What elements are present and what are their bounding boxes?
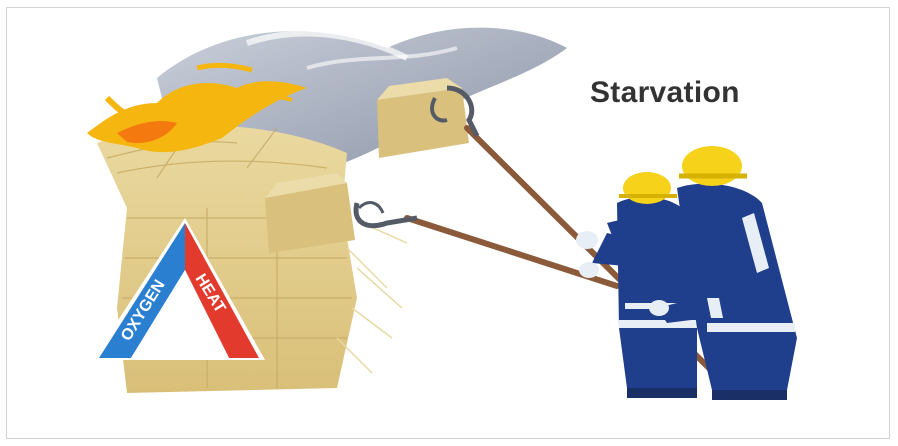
illustration-frame: OXYGEN HEAT: [6, 7, 890, 439]
illustration-title: Starvation: [590, 76, 740, 110]
firefighter-icon: [579, 172, 697, 398]
starvation-illustration: OXYGEN HEAT: [7, 8, 890, 439]
